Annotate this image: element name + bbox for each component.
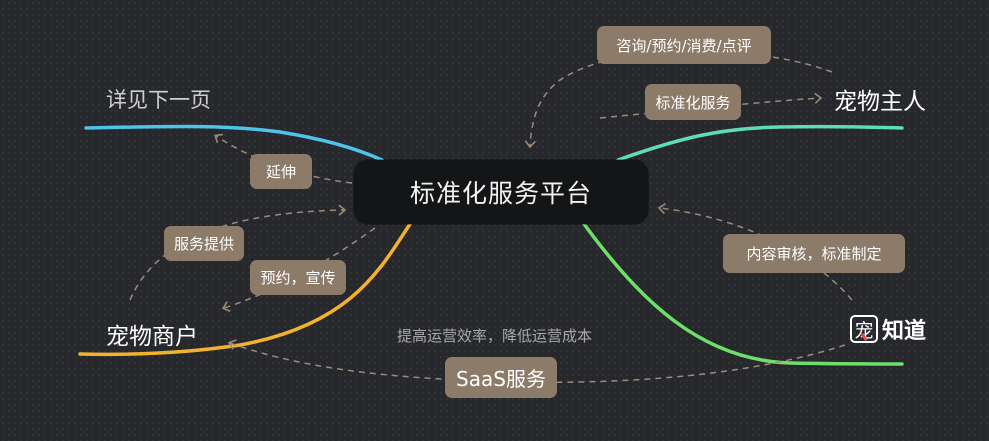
central-topic-label: 标准化服务平台 <box>409 179 592 208</box>
branch-next-page[interactable]: 详见下一页 <box>106 88 211 112</box>
tag-booking-promo[interactable]: 预约，宣传 <box>250 260 346 295</box>
tag-extend[interactable]: 延伸 <box>250 154 312 189</box>
branch-line-pet-merchant <box>78 222 412 357</box>
branch-line-pet-owner <box>616 124 904 162</box>
note-efficiency: 提高运营效率，降低运营成本 <box>397 327 593 345</box>
arrow-saas <box>227 339 846 384</box>
branch-line-next-page <box>84 124 384 162</box>
central-topic-node[interactable]: 标准化服务平台 <box>354 160 648 224</box>
tag-saas[interactable]: SaaS服务 <box>445 357 557 398</box>
tag-provide-service[interactable]: 服务提供 <box>164 226 244 261</box>
branch-line-zhidao <box>582 222 904 366</box>
branch-pet-owner[interactable]: 宠物主人 <box>834 89 926 115</box>
tag-consult[interactable]: 咨询/预约/消费/点评 <box>597 26 771 64</box>
tag-review-standard[interactable]: 内容审核，标准制定 <box>723 234 905 273</box>
branch-zhidao[interactable]: 宠 知道 <box>850 313 926 345</box>
zhidao-logo-icon: 宠 <box>850 315 878 343</box>
zhidao-label: 知道 <box>882 319 927 344</box>
branch-pet-merchant[interactable]: 宠物商户 <box>106 324 198 350</box>
tag-standard-service[interactable]: 标准化服务 <box>645 84 741 120</box>
